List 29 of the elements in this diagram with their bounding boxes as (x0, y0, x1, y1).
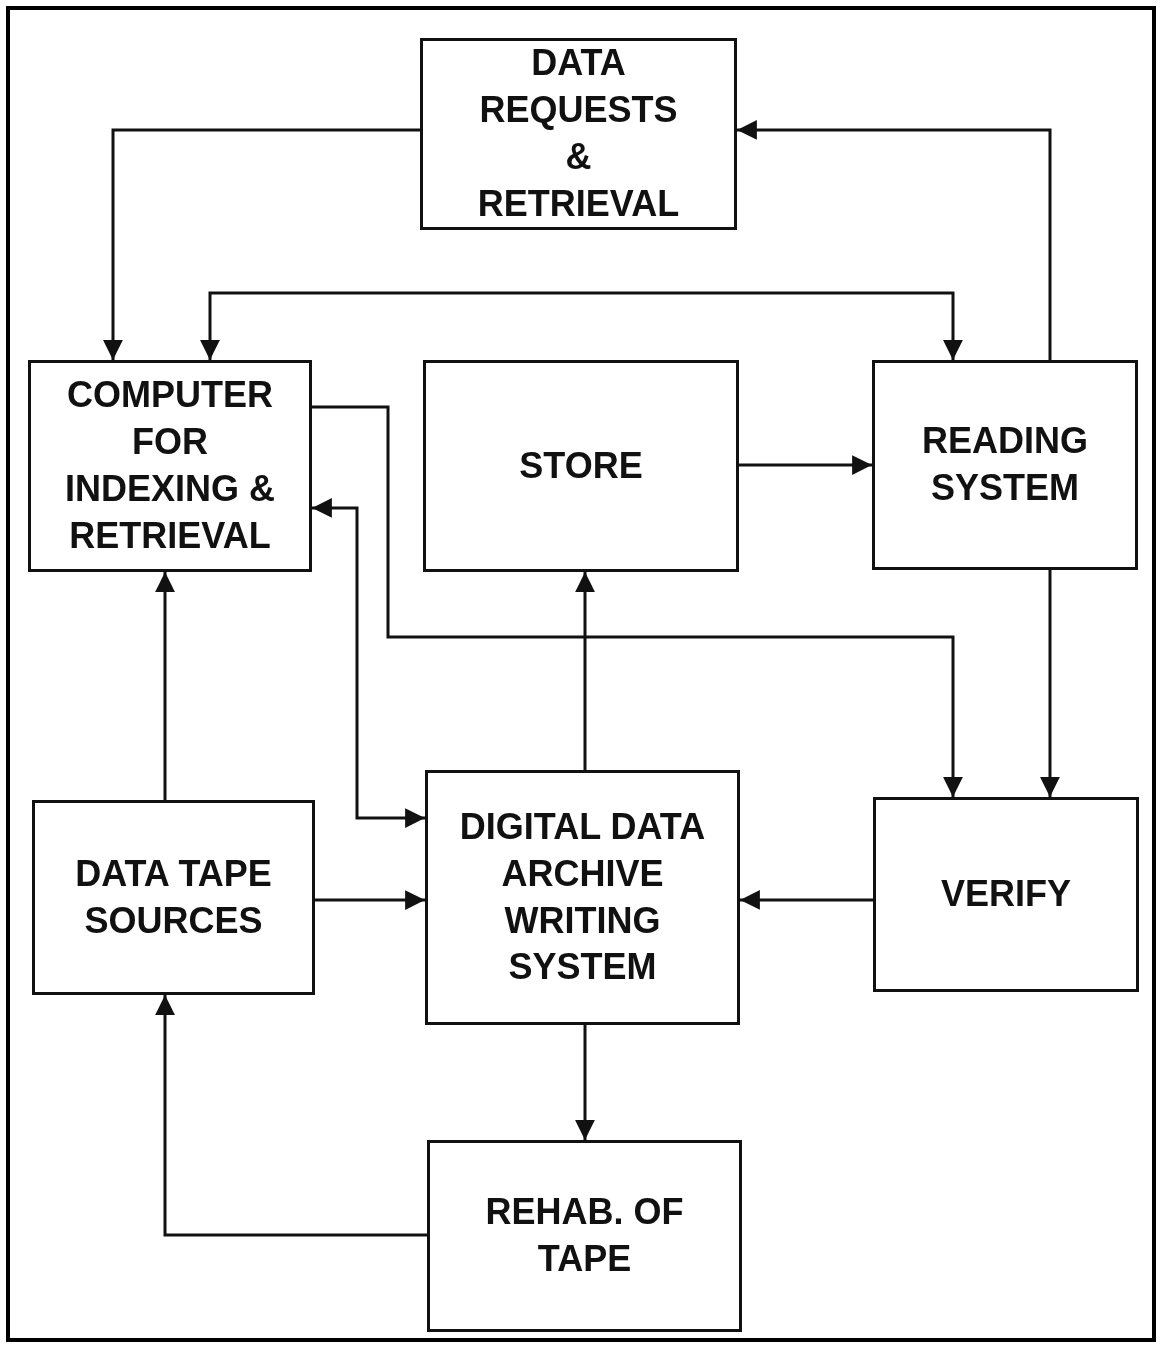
box-label: VERIFY (941, 872, 1071, 917)
box-label: DATA TAPE SOURCES (74, 851, 273, 943)
arrow (1040, 570, 1060, 797)
process-box (425, 770, 740, 1025)
box-label: READING SYSTEM (921, 419, 1089, 510)
process-box (423, 360, 739, 572)
box-label: REHAB. OF TAPE (484, 1190, 685, 1281)
arrow (575, 572, 595, 770)
arrow (155, 572, 175, 800)
arrow (740, 890, 873, 910)
process-box (420, 38, 737, 230)
box-label: DIGITAL DATA ARCHIVE WRITING SYSTEM (458, 804, 707, 990)
box-label: STORE (519, 443, 643, 488)
arrow (155, 995, 427, 1237)
arrow (312, 498, 425, 828)
box-label: COMPUTER FOR INDEXING & RETRIEVAL (64, 373, 276, 558)
process-box (28, 360, 312, 572)
box-label: DATA REQUESTS & RETRIEVAL (476, 41, 681, 226)
arrow (315, 890, 425, 910)
process-box (873, 797, 1139, 992)
process-box (427, 1140, 742, 1332)
process-box (32, 800, 315, 995)
arrow (103, 128, 420, 360)
arrow (575, 1025, 595, 1140)
arrow (739, 455, 872, 475)
arrow (200, 291, 963, 360)
arrow (737, 120, 1052, 360)
process-box (872, 360, 1138, 570)
arrow (312, 405, 963, 797)
